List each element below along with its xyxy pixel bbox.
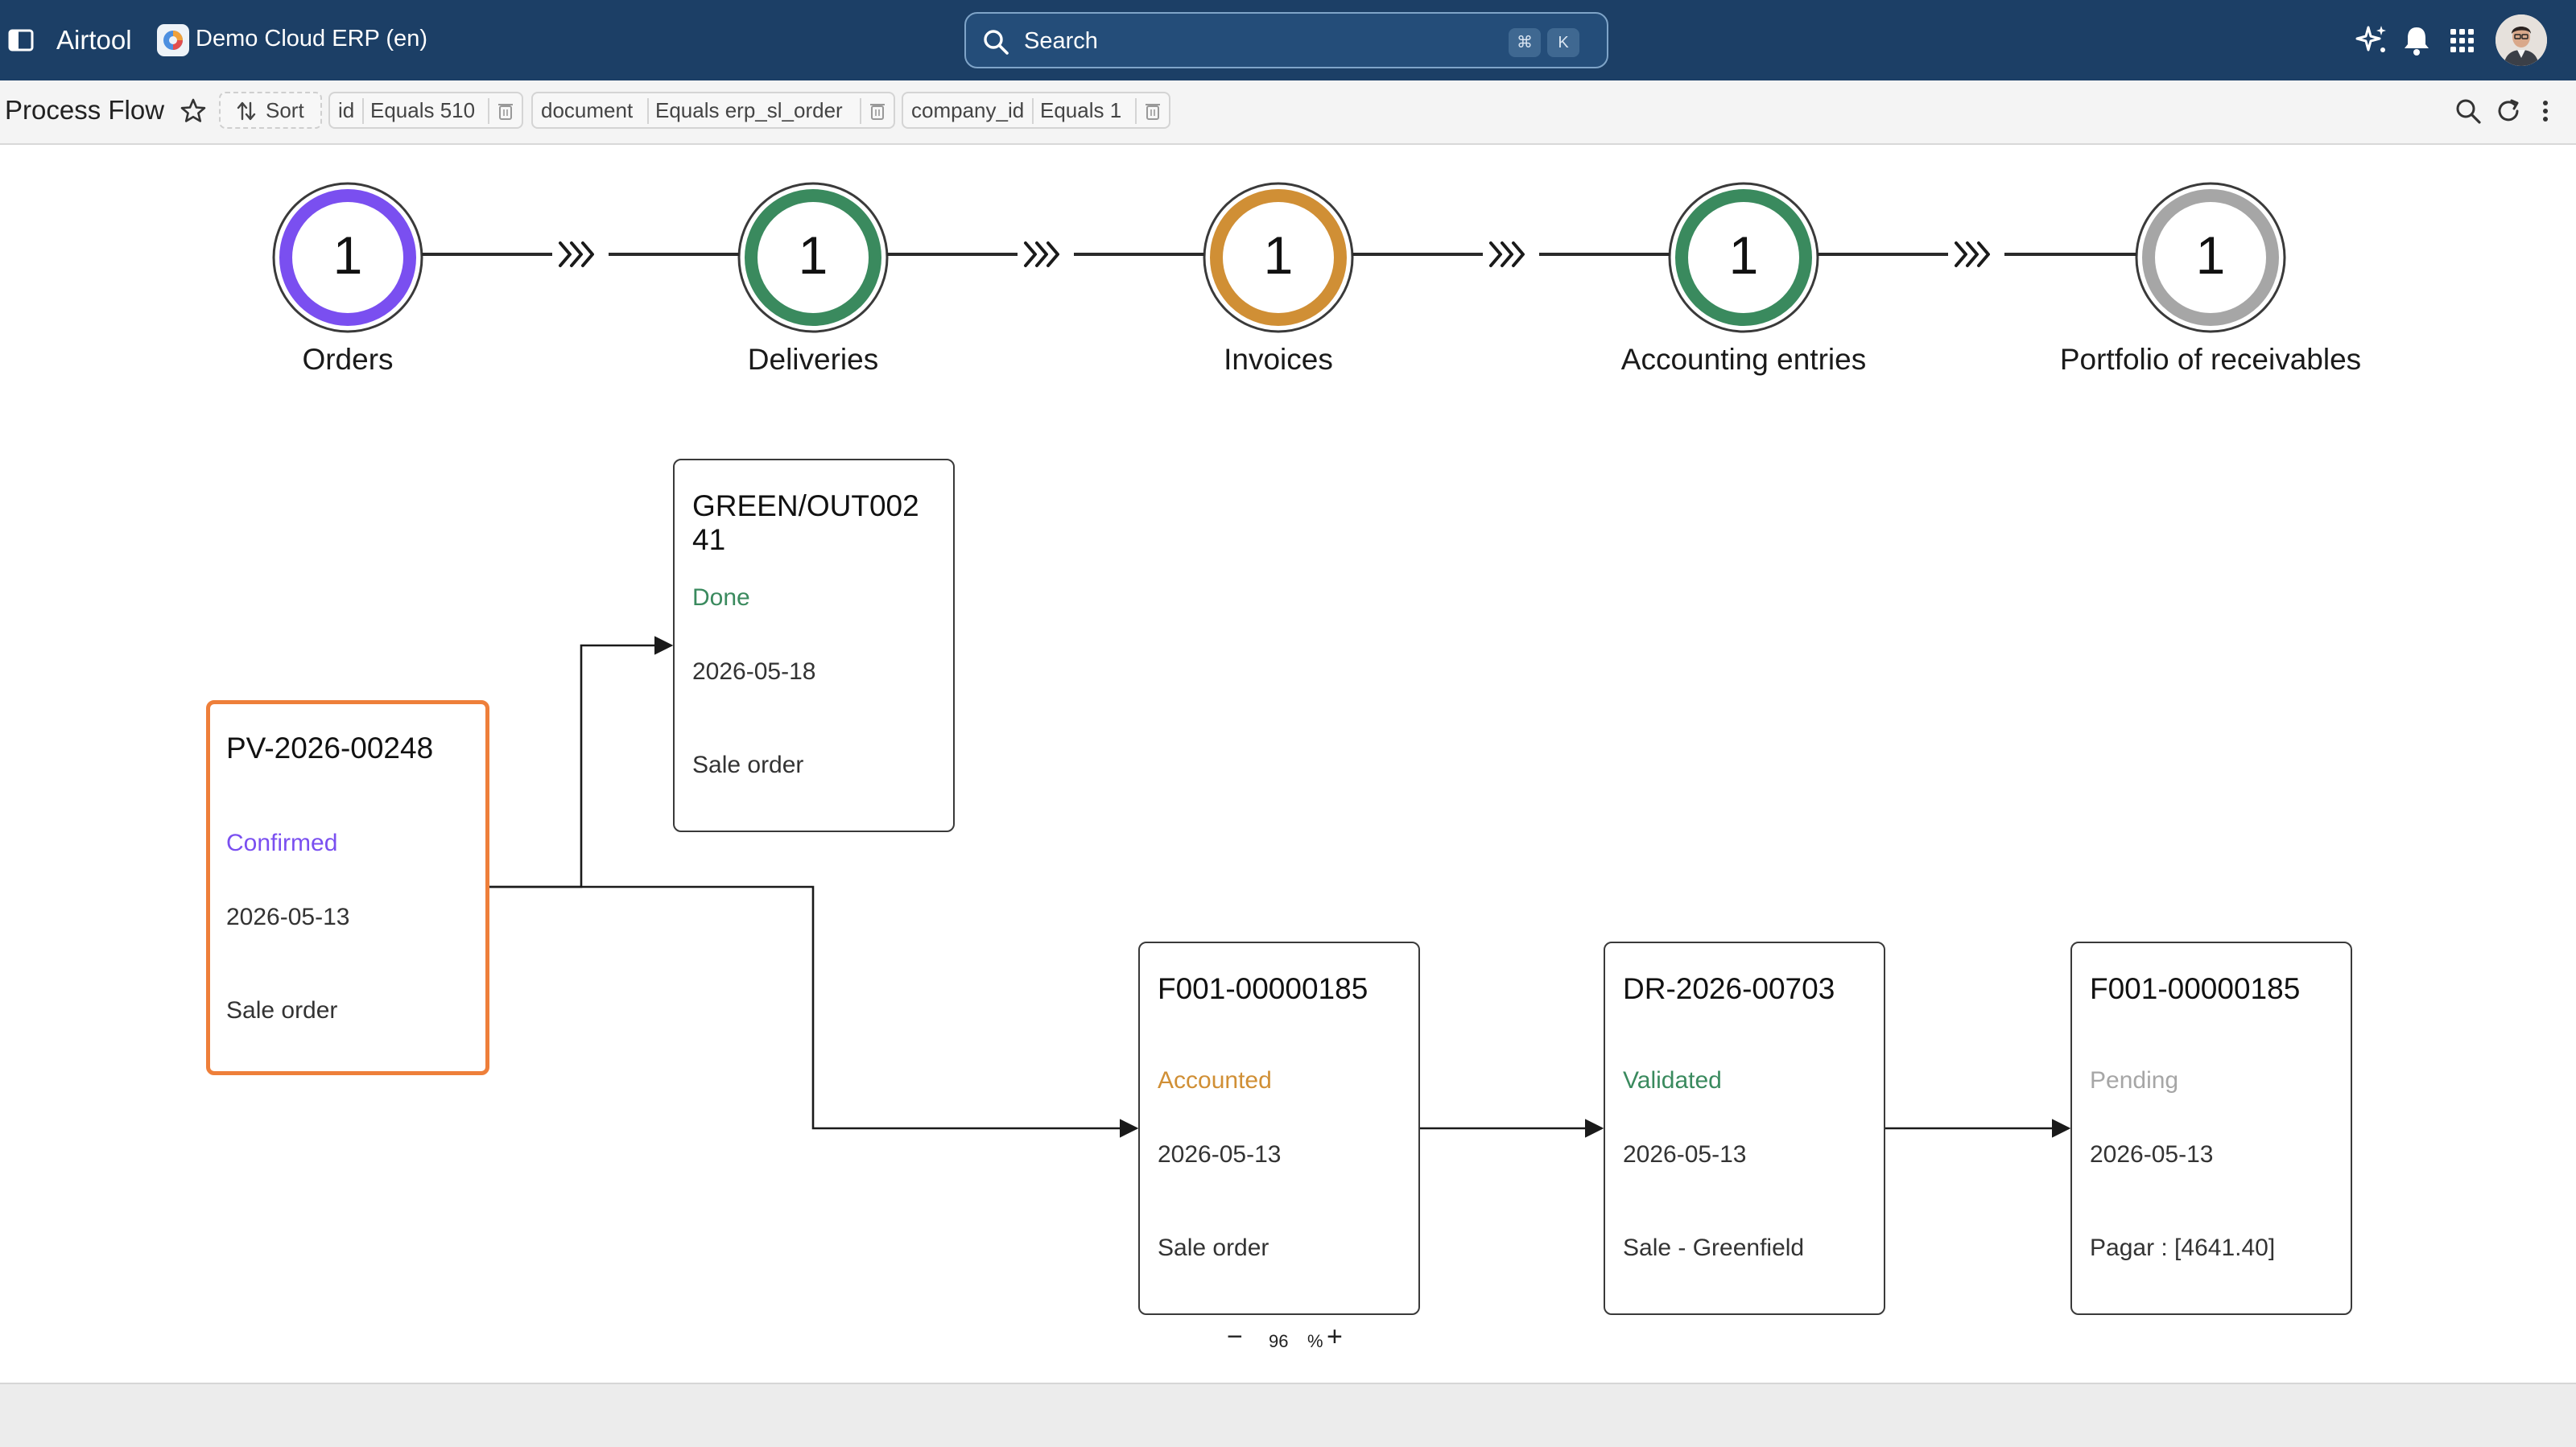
user-avatar[interactable] — [2496, 14, 2547, 66]
trash-icon[interactable] — [496, 101, 515, 121]
trash-icon[interactable] — [868, 101, 887, 121]
card-date: 2026-05-13 — [226, 904, 350, 930]
filter-condition: Equals erp_sl_order — [655, 98, 843, 122]
app-name[interactable]: Airtool — [56, 25, 132, 55]
card-status: Confirmed — [226, 830, 338, 856]
page-title: Process Flow — [5, 95, 165, 125]
stage-label-orders: Orders — [302, 343, 394, 376]
organization-name[interactable]: Demo Cloud ERP (en) — [196, 26, 427, 52]
search-icon[interactable] — [2454, 97, 2483, 126]
stage-label-deliveries: Deliveries — [747, 343, 879, 376]
stage-count: 1 — [1729, 225, 1759, 285]
process-flow-canvas: 1 1 1 1 1 — [0, 145, 2576, 1384]
stage-node-invoices[interactable] — [1203, 182, 1354, 333]
card-type: Sale order — [226, 997, 338, 1024]
chevron-arrows-icon — [559, 241, 1990, 267]
card-date: 2026-05-13 — [1623, 1141, 1747, 1168]
stage-label-portfolio: Portfolio of receivables — [2059, 343, 2362, 376]
shortcut-key-cmd: ⌘ — [1509, 28, 1541, 57]
sort-arrows-icon — [237, 101, 256, 121]
card-title: GREEN/OUT00241 — [692, 489, 919, 556]
trash-icon[interactable] — [1143, 101, 1162, 121]
zoom-level: 96 — [1269, 1331, 1289, 1351]
filter-condition: Equals 510 — [370, 98, 476, 122]
card-connector — [488, 636, 2071, 1138]
card-date: 2026-05-13 — [1158, 1141, 1282, 1168]
stage-count: 1 — [2196, 225, 2226, 285]
filter-chip-company-id[interactable]: company_id Equals 1 — [902, 92, 1170, 129]
zoom-in-button[interactable]: + — [1327, 1321, 1343, 1352]
search-input[interactable] — [1024, 23, 1475, 59]
search-icon — [984, 30, 1009, 55]
filter-chip-document[interactable]: document Equals erp_sl_order — [531, 92, 895, 129]
card-status: Done — [692, 584, 750, 611]
card-title: F001-00000185 — [1158, 972, 1368, 1005]
global-search[interactable]: ⌘ K — [964, 12, 1608, 68]
stage-label-invoices: Invoices — [1224, 343, 1333, 376]
card-date: 2026-05-13 — [2090, 1141, 2214, 1168]
top-navigation-bar: Airtool Demo Cloud ERP (en) ⌘ K — [0, 0, 2576, 80]
filter-chip-id[interactable]: id Equals 510 — [328, 92, 523, 129]
org-logo-icon — [157, 24, 189, 56]
stage-node-deliveries[interactable] — [737, 182, 889, 333]
stage-node-accounting[interactable] — [1668, 182, 1819, 333]
apps-grid-icon[interactable] — [2444, 23, 2479, 58]
filter-condition: Equals 1 — [1040, 98, 1122, 122]
card-title: DR-2026-00703 — [1623, 972, 1835, 1005]
card-title: PV-2026-00248 — [226, 732, 434, 765]
stage-count: 1 — [799, 225, 828, 285]
stage-node-orders[interactable] — [272, 182, 423, 333]
flow-connections: 1 1 1 1 1 — [272, 182, 2286, 1138]
sidebar-toggle-icon[interactable] — [8, 27, 34, 53]
document-card-receivable[interactable]: F001-00000185 Pending 2026-05-13 Pagar :… — [2070, 942, 2352, 1315]
card-type: Sale order — [692, 752, 804, 778]
card-type: Pagar : [4641.40] — [2090, 1235, 2276, 1261]
refresh-icon[interactable] — [2494, 97, 2523, 126]
stage-count: 1 — [333, 225, 363, 285]
footer-strip — [0, 1386, 2576, 1447]
shortcut-key-k: K — [1547, 28, 1579, 57]
sparkle-icon[interactable] — [2354, 23, 2389, 58]
filter-field: company_id — [911, 98, 1025, 122]
more-options-icon[interactable] — [2536, 97, 2555, 126]
document-card-order[interactable]: PV-2026-00248 Confirmed 2026-05-13 Sale … — [206, 700, 489, 1075]
stage-node-portfolio[interactable] — [2135, 182, 2286, 333]
card-date: 2026-05-18 — [692, 658, 816, 685]
favorite-star-icon[interactable] — [179, 97, 208, 126]
zoom-out-button[interactable]: − — [1227, 1321, 1243, 1352]
card-status: Validated — [1623, 1067, 1722, 1094]
bell-icon[interactable] — [2399, 23, 2434, 58]
zoom-unit: % — [1307, 1331, 1323, 1351]
card-type: Sale order — [1158, 1235, 1269, 1261]
stage-label-accounting: Accounting entries — [1620, 343, 1867, 376]
card-status: Accounted — [1158, 1067, 1272, 1094]
card-title: F001-00000185 — [2090, 972, 2301, 1005]
card-status: Pending — [2090, 1067, 2179, 1094]
document-card-accounting-entry[interactable]: DR-2026-00703 Validated 2026-05-13 Sale … — [1604, 942, 1885, 1315]
card-type: Sale - Greenfield — [1623, 1235, 1805, 1261]
filter-field: document — [541, 98, 634, 122]
sort-button[interactable]: Sort — [219, 92, 322, 129]
filter-field: id — [338, 98, 355, 122]
view-toolbar: Process Flow Sort id Equals 510 doc — [0, 80, 2576, 145]
document-card-invoice[interactable]: F001-00000185 Accounted 2026-05-13 Sale … — [1138, 942, 1420, 1315]
sort-label: Sort — [266, 98, 304, 122]
document-card-delivery[interactable]: GREEN/OUT00241 Done 2026-05-18 Sale orde… — [673, 459, 955, 832]
stage-count: 1 — [1264, 225, 1294, 285]
